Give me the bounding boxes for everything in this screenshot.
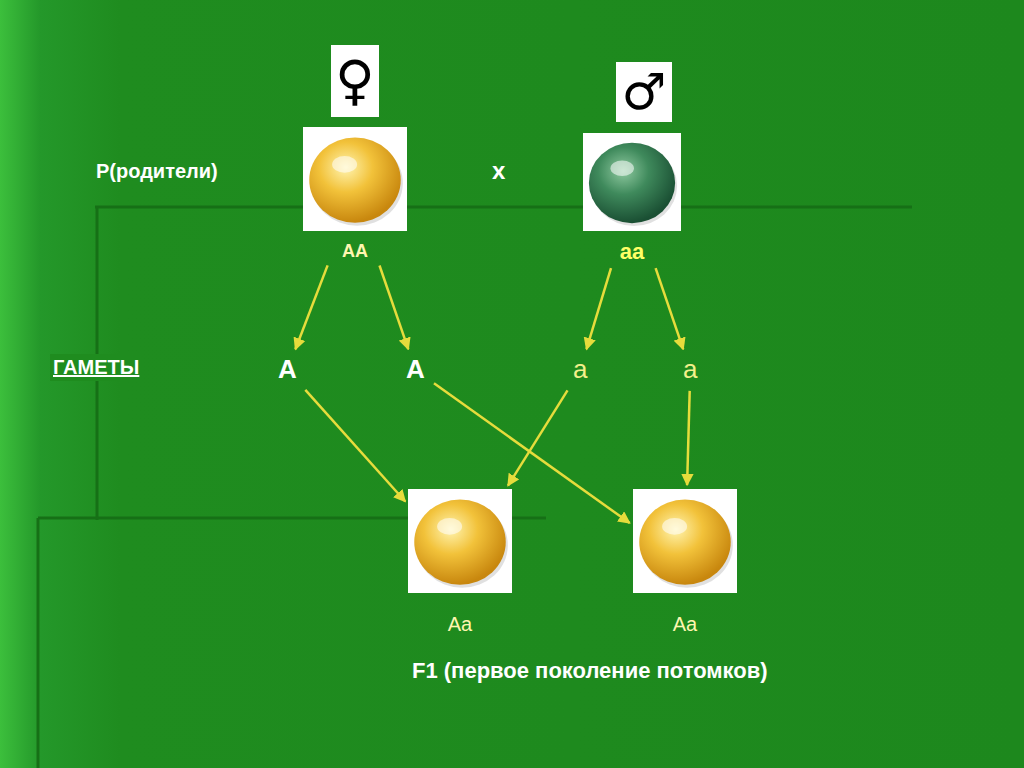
genotype-label: Aa [673, 613, 697, 636]
decor-line [37, 518, 40, 768]
inheritance-arrow [687, 391, 690, 485]
pea-highlight [662, 518, 687, 535]
symbol-box: ♂ [616, 62, 672, 122]
pea-box [303, 127, 407, 231]
pea-frame [303, 127, 407, 231]
gamete-node: A [272, 353, 303, 387]
pea-frame [583, 133, 681, 231]
pea-box [583, 133, 681, 231]
inheritance-arrow [305, 390, 405, 502]
pea-frame [408, 489, 512, 593]
gamete-label: A [272, 353, 303, 387]
pea-frame [633, 489, 737, 593]
decor-line [95, 206, 912, 209]
symbol-box: ♀ [331, 45, 379, 117]
pea-body [414, 499, 506, 584]
pea-body [639, 499, 731, 584]
male-symbol: ♂ [619, 67, 670, 117]
genotype-label: Aa [448, 613, 472, 636]
pea-body [309, 137, 401, 222]
gamete-node: A [400, 353, 431, 387]
pea-node: AA [303, 127, 407, 262]
caption: F1 (первое поколение потомков) [412, 658, 768, 684]
gamete-label: a [677, 353, 703, 387]
pea-illustration [303, 127, 407, 231]
inheritance-arrow [295, 265, 327, 349]
pea-highlight [332, 156, 357, 173]
pea-illustration [633, 489, 737, 593]
gamete-label: a [567, 353, 593, 387]
pea-illustration [583, 133, 681, 231]
row-label: ГАМЕТЫ [50, 354, 142, 381]
row-label: Р(родители) [96, 160, 218, 183]
pea-node: Aa [633, 489, 737, 636]
genotype-label: AA [342, 241, 368, 262]
gamete-label: A [400, 353, 431, 387]
pea-box [408, 489, 512, 593]
inheritance-arrow [656, 268, 684, 349]
pea-body [589, 143, 675, 223]
pea-highlight [610, 160, 634, 176]
gamete-node: a [677, 353, 703, 387]
cross-sign: x [492, 157, 505, 185]
genotype-label: aa [620, 239, 644, 264]
pea-box [633, 489, 737, 593]
female-symbol: ♀ [332, 54, 378, 108]
inheritance-arrow [380, 266, 409, 350]
inheritance-arrow [587, 268, 612, 349]
pea-node: Aa [408, 489, 512, 636]
pea-highlight [437, 518, 462, 535]
pea-illustration [408, 489, 512, 593]
pea-node: aa [583, 133, 681, 264]
gamete-node: a [567, 353, 593, 387]
